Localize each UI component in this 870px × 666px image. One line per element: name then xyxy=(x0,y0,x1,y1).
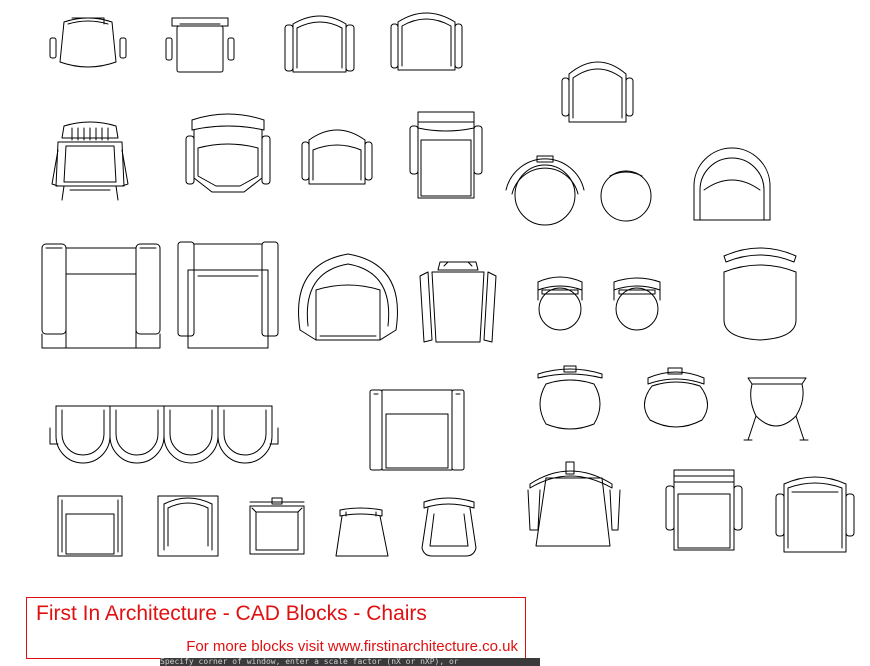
chair-block-r2-1 xyxy=(51,121,129,201)
chair-block-r3-4 xyxy=(419,261,497,343)
chair-block-r2-7 xyxy=(693,147,771,221)
chair-block-r5-1 xyxy=(57,495,123,557)
chair-block-r5-2 xyxy=(157,495,219,557)
drawing-title: First In Architecture - CAD Blocks - Cha… xyxy=(36,602,427,625)
chair-block-r1-1 xyxy=(49,17,127,68)
chair-block-r4-3 xyxy=(537,365,603,430)
chair-block-r4-7 xyxy=(665,469,743,551)
chair-block-r5-5 xyxy=(421,497,477,557)
chair-block-r1-4 xyxy=(390,12,463,71)
chair-block-r5-3 xyxy=(249,497,305,555)
drawing-subtitle: For more blocks visit www.firstinarchite… xyxy=(186,638,518,655)
chair-block-r3-2 xyxy=(177,241,279,349)
chair-block-r2-2 xyxy=(185,113,271,193)
chair-block-r4-6 xyxy=(527,461,621,547)
chair-block-r5-4 xyxy=(335,507,389,557)
chair-block-r1-5 xyxy=(561,61,634,123)
chair-block-r3-5 xyxy=(537,276,583,331)
chair-block-r2-4 xyxy=(409,111,483,199)
chair-block-r4-1-bench xyxy=(49,405,279,464)
chair-block-r3-7 xyxy=(723,247,797,341)
chair-block-r1-3 xyxy=(284,15,355,73)
chair-block-r2-6 xyxy=(600,170,652,222)
chair-block-r3-6 xyxy=(613,277,661,331)
chair-block-r3-1 xyxy=(41,243,161,349)
chair-block-r4-8 xyxy=(775,476,855,553)
chair-block-r4-5 xyxy=(743,377,809,441)
chair-block-r4-2 xyxy=(369,389,465,471)
chair-block-r3-3 xyxy=(298,253,398,341)
chair-block-r4-4 xyxy=(644,367,708,428)
chair-block-r2-3 xyxy=(301,129,373,185)
title-block: First In Architecture - CAD Blocks - Cha… xyxy=(26,597,526,659)
command-line-bar[interactable]: Specify corner of window, enter a scale … xyxy=(160,658,540,666)
chair-block-r1-2 xyxy=(165,17,235,73)
chair-block-r2-5 xyxy=(505,155,585,226)
